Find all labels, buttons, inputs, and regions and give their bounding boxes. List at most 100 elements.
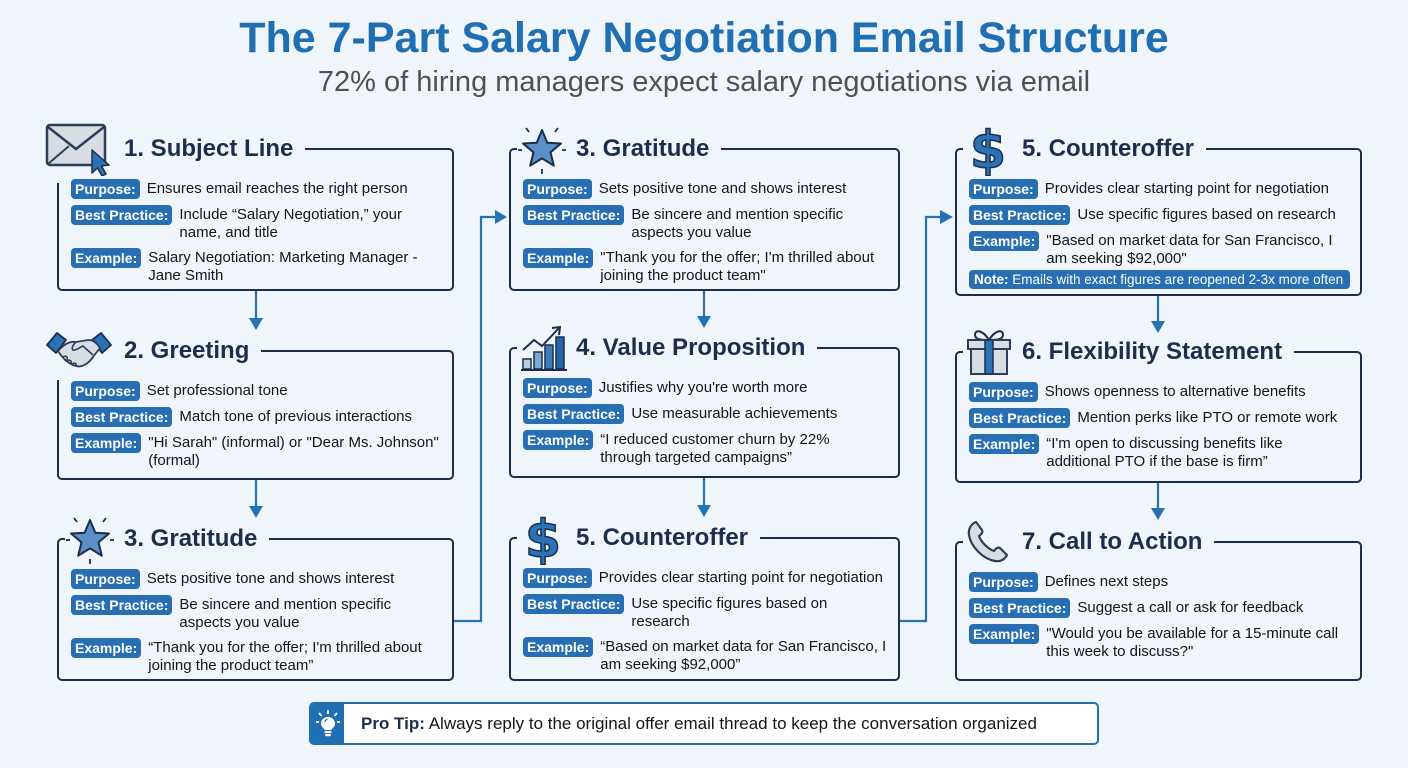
page-title: The 7-Part Salary Negotiation Email Stru…	[239, 14, 1169, 62]
best-practice-row: Best Practice: Suggest a call or ask for…	[969, 598, 1350, 618]
best-practice-row: Best Practice: Use measurable achievemen…	[523, 404, 888, 424]
card-header: 3. Gratitude	[64, 513, 270, 565]
purpose-label: Purpose:	[969, 382, 1038, 402]
card-header: 7. Call to Action	[963, 517, 1215, 567]
card-title: 6. Flexibility Statement	[1022, 338, 1283, 365]
best-practice-text: Mention perks like PTO or remote work	[1077, 409, 1338, 426]
card-gratitude-left: 3. Gratitude Purpose: Sets positive tone…	[57, 514, 454, 681]
best-practice-text: Include “Salary Negotiation,” your name,…	[179, 206, 403, 241]
card-title: 5. Counteroffer	[576, 524, 749, 551]
best-practice-row: Best Practice: Mention perks like PTO or…	[969, 408, 1350, 428]
card-header: $ 5. Counteroffer	[517, 509, 761, 571]
pro-tip-text: Pro Tip: Always reply to the original of…	[361, 714, 1037, 734]
card-body: Purpose: Defines next steps Best Practic…	[969, 572, 1350, 667]
best-practice-label: Best Practice:	[71, 595, 173, 615]
best-practice-row: Best Practice: Be sincere and mention sp…	[523, 205, 888, 242]
card-header: 2. Greeting	[46, 326, 262, 376]
purpose-text: Provides clear starting point for negoti…	[1044, 180, 1330, 197]
best-practice-label: Best Practice:	[969, 205, 1071, 225]
example-label: Example:	[523, 248, 594, 268]
purpose-row: Purpose: Ensures email reaches the right…	[71, 179, 442, 199]
pro-tip-banner: Pro Tip: Always reply to the original of…	[309, 702, 1099, 745]
column-connector-line	[900, 215, 941, 623]
arrowhead-icon	[940, 210, 953, 224]
example-row: Example: “I reduced customer churn by 22…	[523, 430, 888, 467]
card-body: Purpose: Sets positive tone and shows in…	[71, 569, 442, 681]
card-greeting: 2. Greeting Purpose: Set professional to…	[46, 326, 454, 480]
card-title: 3. Gratitude	[576, 135, 710, 162]
card-body: Purpose: Shows openness to alternative b…	[969, 382, 1350, 477]
card-body: Purpose: Provides clear starting point f…	[969, 179, 1350, 289]
example-text: "Thank you for the offer; I'm thrilled a…	[600, 249, 875, 284]
svg-text:$: $	[970, 122, 1006, 176]
purpose-row: Purpose: Sets positive tone and shows in…	[523, 179, 888, 199]
example-row: Example: "Thank you for the offer; I'm t…	[523, 248, 888, 285]
purpose-text: Shows openness to alternative benefits	[1044, 383, 1306, 400]
note-text: Emails with exact figures are reopened 2…	[1012, 272, 1344, 287]
card-title: 4. Value Proposition	[576, 334, 806, 361]
card-body: Purpose: Provides clear starting point f…	[523, 568, 888, 680]
example-text: “Thank you for the offer; I'm thrilled a…	[148, 639, 422, 674]
purpose-row: Purpose: Shows openness to alternative b…	[969, 382, 1350, 402]
card-flexibility-statement: 6. Flexibility Statement Purpose: Shows …	[955, 327, 1362, 483]
card-body: Purpose: Justifies why you're worth more…	[523, 378, 888, 473]
card-value-proposition: 4. Value Proposition Purpose: Justifies …	[509, 323, 900, 478]
best-practice-label: Best Practice:	[523, 594, 625, 614]
card-header: 4. Value Proposition	[517, 323, 818, 373]
card-header: 1. Subject Line	[45, 123, 306, 177]
purpose-row: Purpose: Provides clear starting point f…	[523, 568, 888, 588]
card-call-to-action: 7. Call to Action Purpose: Defines next …	[955, 517, 1362, 681]
card-title: 7. Call to Action	[1022, 528, 1203, 555]
purpose-row: Purpose: Set professional tone	[71, 381, 442, 401]
best-practice-row: Best Practice: Use specific figures base…	[523, 594, 888, 631]
best-practice-text: Use measurable achievements	[631, 405, 838, 422]
pro-tip-icon-panel	[311, 704, 344, 743]
purpose-text: Provides clear starting point for negoti…	[598, 569, 884, 586]
card-header: 3. Gratitude	[516, 123, 722, 175]
example-row: Example: Salary Negotiation: Marketing M…	[71, 248, 442, 285]
example-text: "Hi Sarah" (informal) or "Dear Ms. Johns…	[148, 434, 439, 469]
example-label: Example:	[71, 248, 142, 268]
note-label: Note:	[974, 272, 1009, 287]
example-row: Example: “Based on market data for San F…	[523, 637, 888, 674]
card-title: 3. Gratitude	[124, 525, 258, 552]
example-label: Example:	[969, 624, 1040, 644]
svg-text:$: $	[525, 511, 561, 565]
card-title: 1. Subject Line	[124, 135, 294, 162]
example-label: Example:	[71, 638, 142, 658]
best-practice-row: Best Practice: Use specific figures base…	[969, 205, 1350, 225]
purpose-text: Sets positive tone and shows interest	[146, 570, 395, 587]
example-row: Example: "Based on market data for San F…	[969, 231, 1350, 268]
example-row: Example: “I'm open to discussing benefit…	[969, 434, 1350, 471]
best-practice-text: Suggest a call or ask for feedback	[1077, 599, 1304, 616]
card-subject-line: 1. Subject Line Purpose: Ensures email r…	[45, 123, 454, 291]
page-subtitle: 72% of hiring managers expect salary neg…	[317, 66, 1091, 98]
example-text: “I reduced customer churn by 22% through…	[600, 431, 830, 466]
card-title: 2. Greeting	[124, 337, 250, 364]
purpose-label: Purpose:	[969, 179, 1038, 199]
star-icon	[64, 513, 116, 565]
purpose-label: Purpose:	[523, 568, 592, 588]
best-practice-row: Best Practice: Include “Salary Negotiati…	[71, 205, 442, 242]
card-counteroffer-middle: $ 5. Counteroffer Purpose: Provides clea…	[509, 509, 900, 681]
example-label: Example:	[969, 434, 1040, 454]
lightbulb-icon	[315, 709, 341, 739]
star-icon	[516, 123, 568, 175]
purpose-row: Purpose: Justifies why you're worth more	[523, 378, 888, 398]
example-row: Example: “Thank you for the offer; I'm t…	[71, 638, 442, 675]
purpose-row: Purpose: Provides clear starting point f…	[969, 179, 1350, 199]
example-label: Example:	[523, 637, 594, 657]
example-text: “Based on market data for San Francisco,…	[600, 638, 887, 673]
bar-chart-growth-icon	[519, 323, 569, 373]
example-text: "Would you be available for a 15-minute …	[1046, 625, 1339, 660]
example-text: Salary Negotiation: Marketing Manager - …	[148, 249, 418, 284]
pro-tip-message: Always reply to the original offer email…	[424, 713, 1037, 733]
purpose-label: Purpose:	[71, 569, 140, 589]
best-practice-label: Best Practice:	[523, 205, 625, 225]
example-label: Example:	[969, 231, 1040, 251]
example-row: Example: "Hi Sarah" (informal) or "Dear …	[71, 433, 442, 470]
card-gratitude: 3. Gratitude Purpose: Sets positive tone…	[509, 124, 900, 291]
phone-icon	[965, 519, 1011, 565]
card-header: $ 5. Counteroffer	[963, 120, 1207, 182]
purpose-label: Purpose:	[71, 381, 140, 401]
